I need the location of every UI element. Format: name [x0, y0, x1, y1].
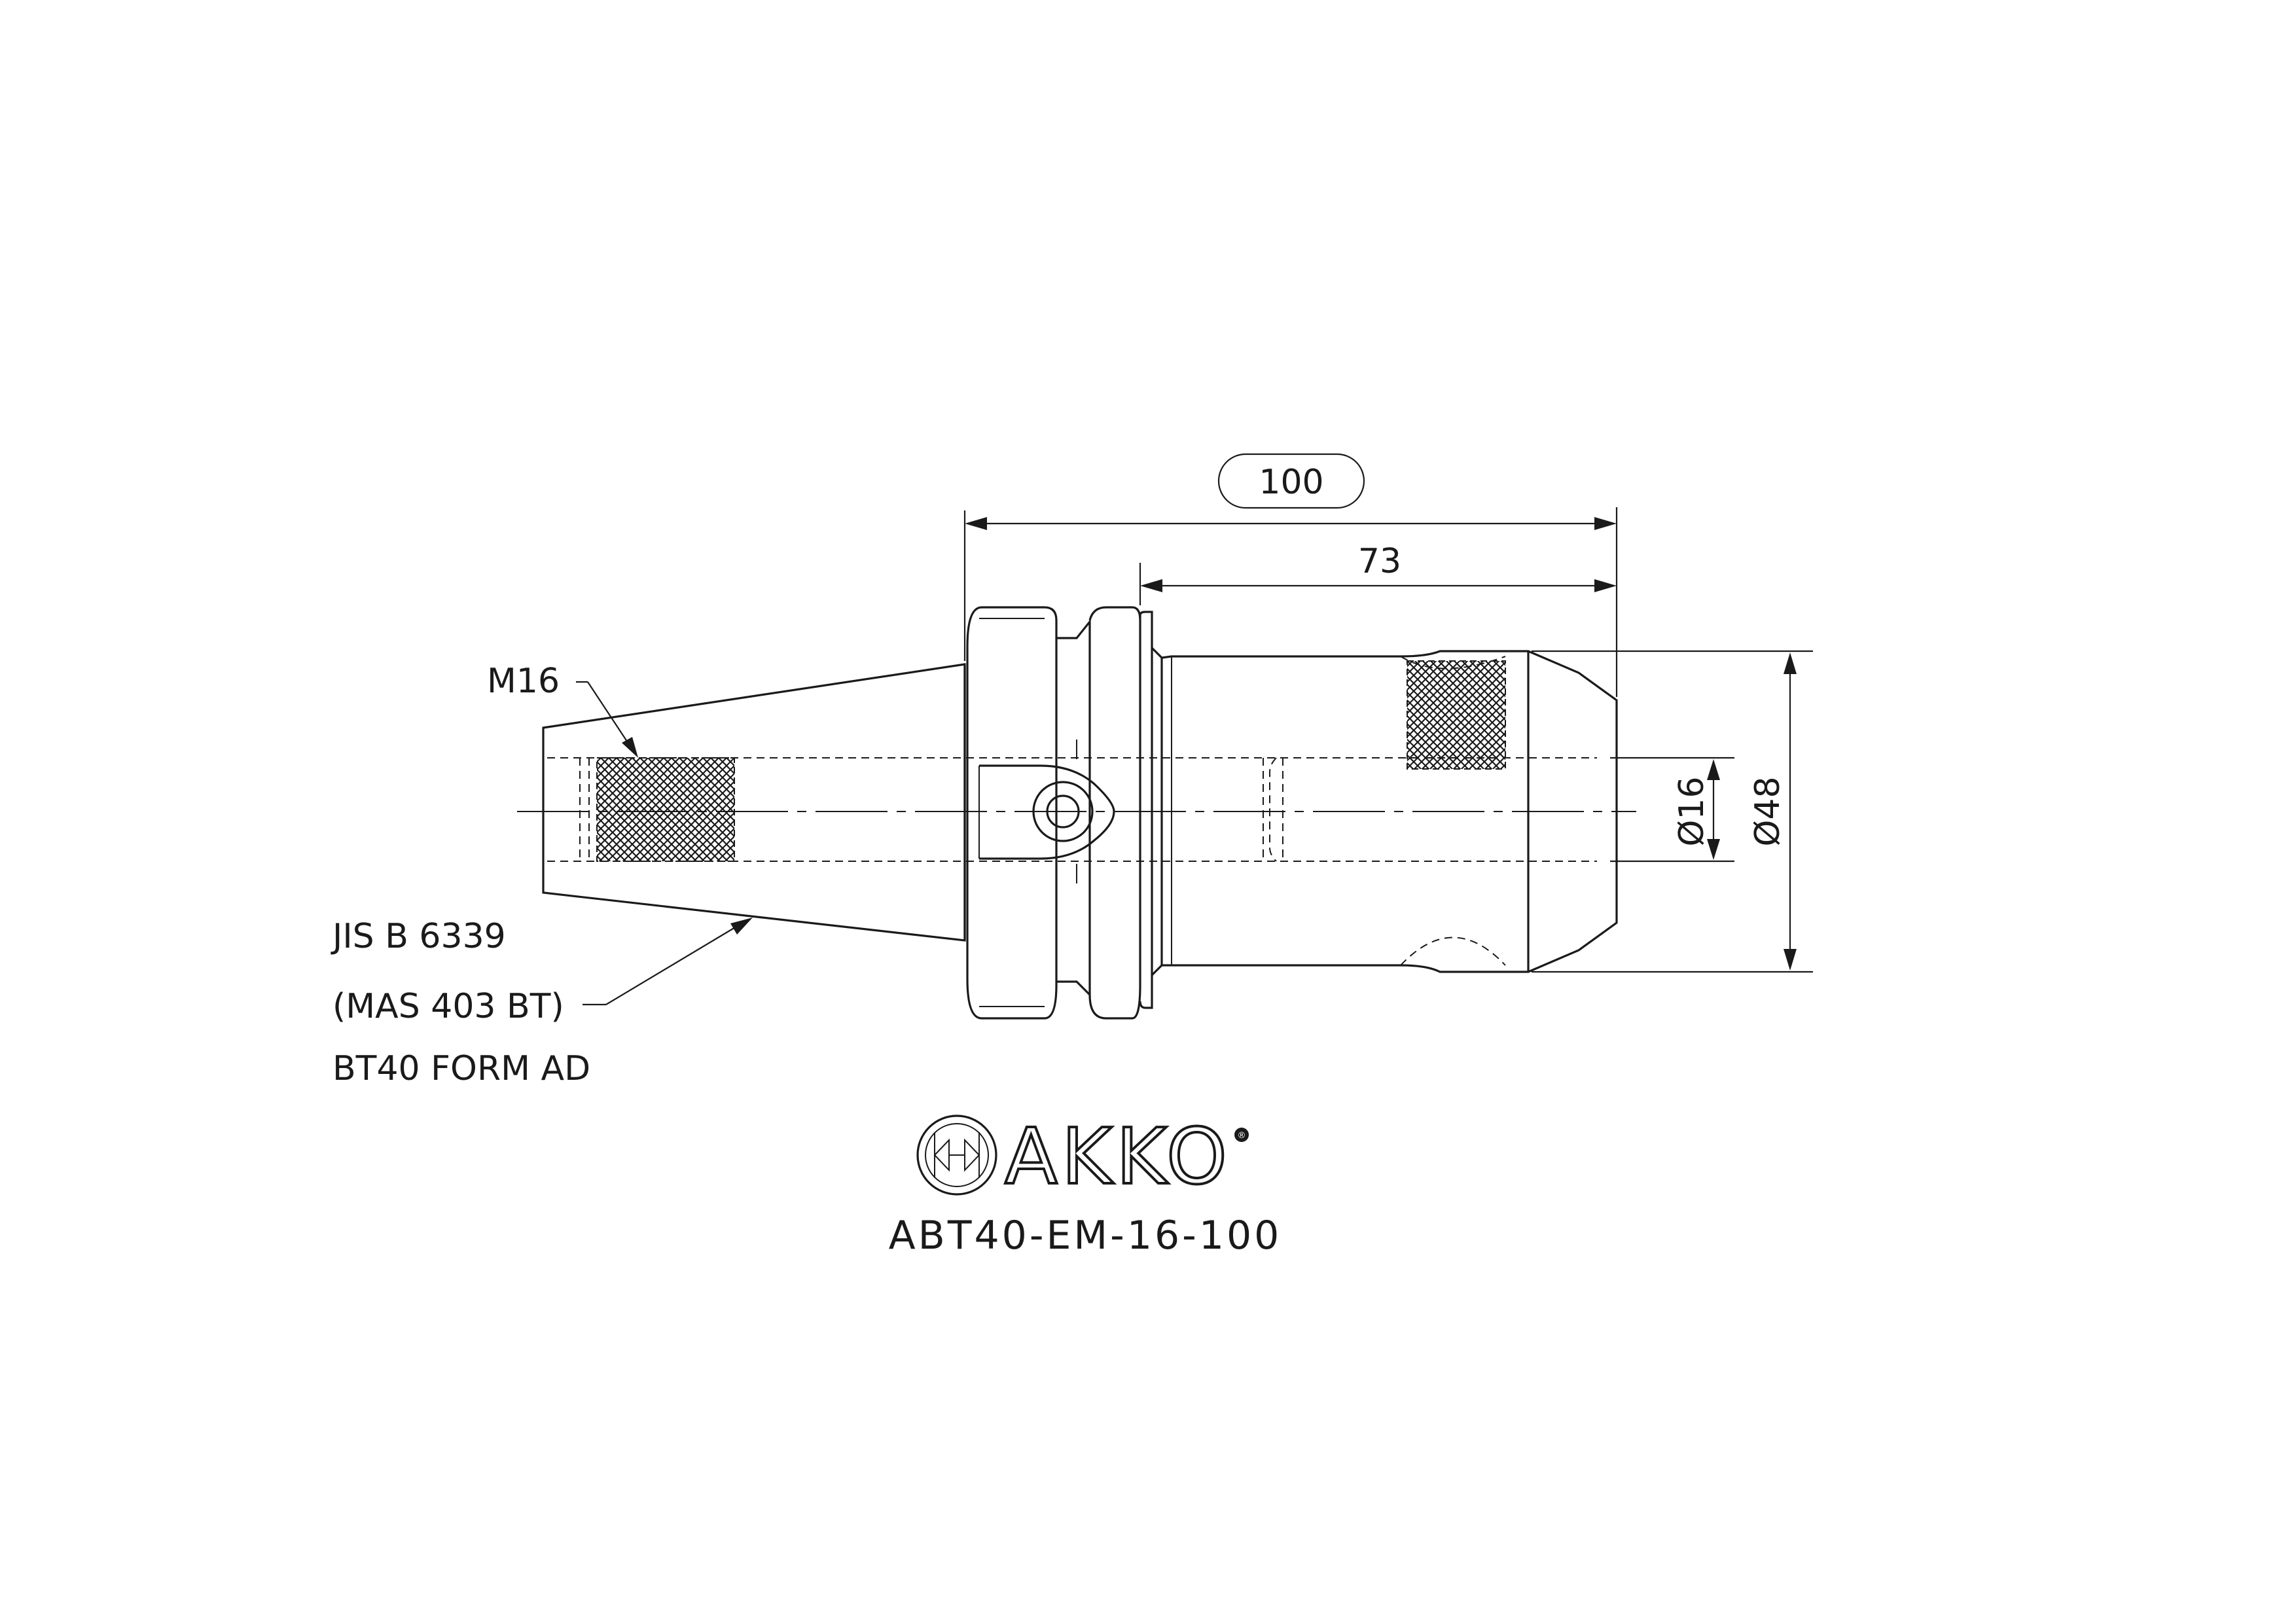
dimension-clamp-diameter: Ø16 — [1610, 757, 1734, 863]
standard-line-1: JIS B 6339 — [331, 917, 506, 956]
dimension-body-diameter: Ø48 — [1532, 650, 1813, 973]
retention-thread — [596, 757, 735, 862]
registered-mark: ® — [1238, 1131, 1246, 1141]
overall-length-box — [1217, 453, 1365, 509]
standard-callout: JIS B 6339 (MAS 403 BT) BT40 FORM AD — [331, 917, 753, 1088]
lock-screw-thread — [1407, 660, 1506, 770]
flange-neck — [1139, 611, 1153, 1009]
standard-line-3: BT40 FORM AD — [332, 1049, 590, 1088]
gauge-length-value: 73 — [1358, 542, 1401, 581]
retention-thread-lead — [579, 758, 590, 861]
lock-screw-flat-bottom — [1400, 936, 1506, 966]
akko-emblem-icon — [916, 1115, 997, 1196]
v-groove — [1056, 618, 1091, 997]
akko-logo: AKKO ® — [916, 1110, 1249, 1203]
dimension-overall-length: 100 — [963, 453, 1618, 697]
registered-mark-icon — [1234, 1128, 1249, 1142]
thread-callout: M16 — [487, 662, 638, 758]
flange-outline — [963, 606, 1058, 1020]
brand-name: AKKO — [1005, 1111, 1231, 1202]
tool-holder — [517, 606, 1636, 1020]
dimension-gauge-length: 73 — [1139, 542, 1617, 605]
clamp-diameter-value: Ø16 — [1672, 776, 1712, 846]
standard-line-2: (MAS 403 BT) — [332, 987, 564, 1026]
body-diameter-value: Ø48 — [1748, 776, 1787, 846]
overall-length-value: 100 — [1259, 463, 1323, 502]
flange-rear-ring — [1088, 606, 1141, 1020]
thread-label: M16 — [487, 662, 560, 701]
clamp-bore-hidden — [1263, 757, 1283, 862]
part-number: ABT40-EM-16-100 — [889, 1213, 1282, 1258]
